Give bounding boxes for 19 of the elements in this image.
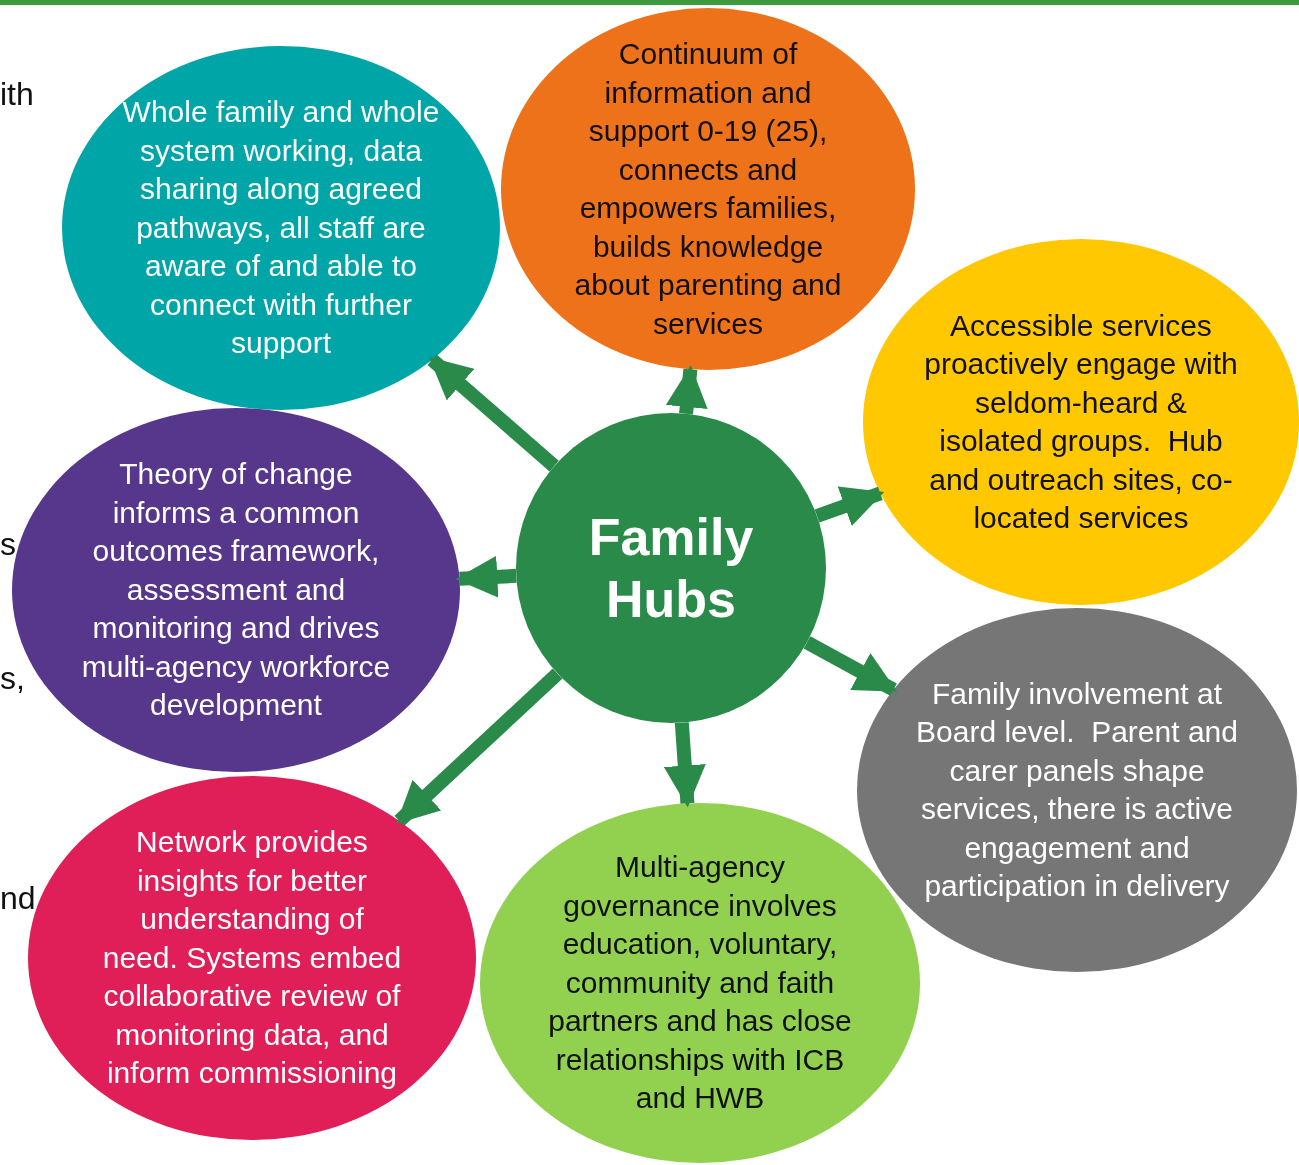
theme-text: Family involvement at Board level. Parent and carer panels shape services, there is active engagement and participation in delivery [916,675,1238,904]
arrow [814,486,885,526]
hub-title: Family Hubs [587,507,755,630]
arrow [427,354,559,472]
arrow [665,365,708,415]
arrow [803,636,898,696]
cut-off-text: s [0,526,16,563]
theme-text: Whole family and whole system working, data sharing along agreed pathways, all staff are aware of and able to connect with further support [121,94,441,362]
arrow [455,555,517,598]
theme-text: Theory of change informs a common outcomes framework, assessment and monitoring and drives multi-agency workforce development [80,456,392,724]
theme-text: Continuum of information and support 0-19 (25), connects and empowers families, builds knowledge about parenting and services [573,36,843,342]
cut-off-text: nd [0,880,36,917]
theme-text: Accessible services proactively engage with seldom-heard & isolated groups. Hub and outreach sites, co-located services [923,307,1239,536]
theme-text: Network provides insights for better understanding of need. Systems embed collaborative review of monitoring data, and inform commissioning [101,824,403,1092]
cut-off-text: s, [0,660,25,697]
arrow [663,722,706,808]
cut-off-text: ith [0,76,34,113]
theme-text: Multi-agency governance involves education, voluntary, community and faith partners and has close relationships with ICB and HWB [547,849,853,1117]
arrow [394,668,563,826]
